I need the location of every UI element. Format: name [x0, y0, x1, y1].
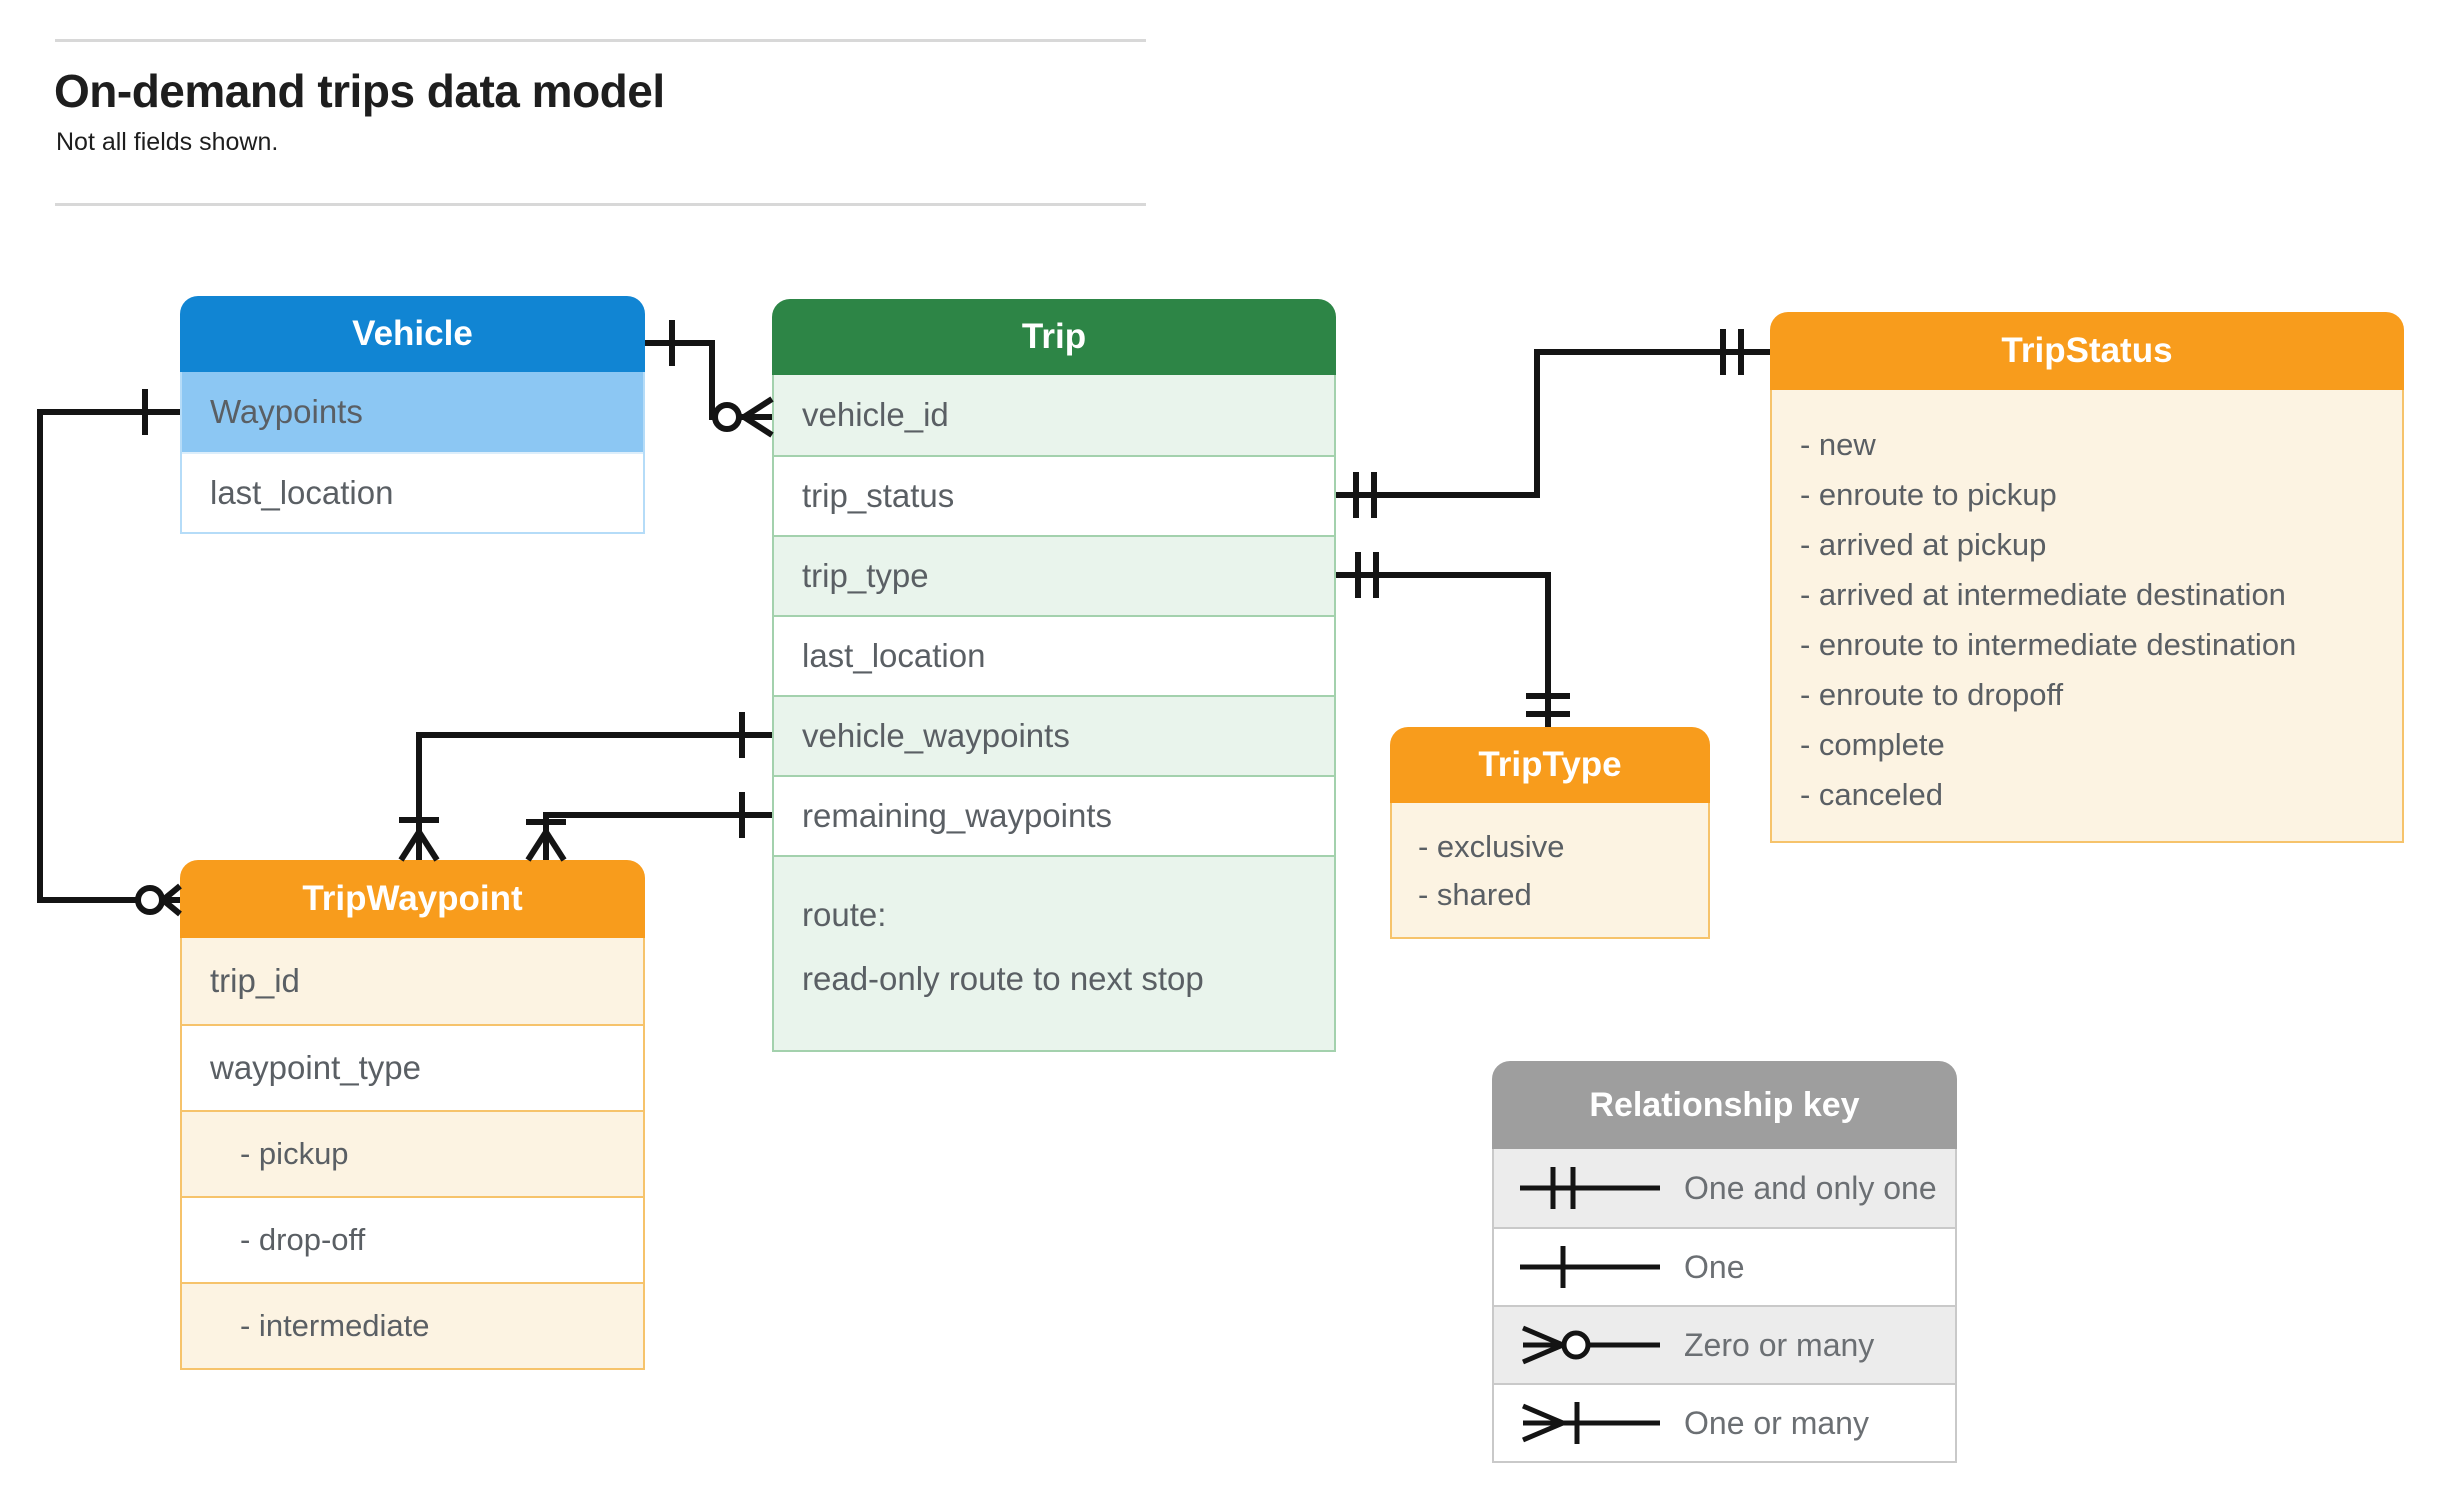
- enum-arrived-at-pickup: - arrived at pickup: [1800, 527, 2047, 562]
- enum-drop-off: - drop-off: [182, 1196, 643, 1282]
- entity-vehicle: Vehicle Waypoints last_location: [180, 296, 645, 534]
- field-last-location: last_location: [774, 615, 1334, 695]
- enum-new: - new: [1800, 427, 1876, 462]
- field-last-location: last_location: [182, 452, 643, 532]
- relationship-key: Relationship key One and only one One: [1492, 1061, 1957, 1463]
- key-label: One and only one: [1684, 1169, 1937, 1206]
- one-or-many-symbol: [1522, 1402, 1660, 1444]
- page-title: On-demand trips data model: [54, 65, 665, 117]
- enum-intermediate: - intermediate: [182, 1282, 643, 1368]
- enum-complete: - complete: [1800, 727, 1945, 762]
- enum-enroute-to-pickup: - enroute to pickup: [1800, 477, 2057, 512]
- page-subtitle: Not all fields shown.: [56, 128, 279, 156]
- field-waypoints: Waypoints: [182, 372, 643, 452]
- divider-top: [55, 39, 1146, 42]
- field-route: route: read-only route to next stop: [774, 855, 1334, 1050]
- field-trip-id: trip_id: [182, 938, 643, 1024]
- entity-tripwaypoint: TripWaypoint trip_id waypoint_type - pic…: [180, 860, 645, 1370]
- enum-enroute-to-intermediate-destination: - enroute to intermediate destination: [1800, 627, 2297, 662]
- one-and-only-one-symbol: [1520, 1167, 1660, 1209]
- field-vehicle-id: vehicle_id: [774, 375, 1334, 455]
- enum-arrived-at-intermediate-destination: - arrived at intermediate destination: [1800, 577, 2286, 612]
- field-trip-status: trip_status: [774, 455, 1334, 535]
- connector-trip-to-triptype: [1336, 552, 1570, 727]
- connector-trip-to-tripstatus: [1336, 329, 1770, 518]
- connector-vehicle-to-trip: [645, 320, 774, 438]
- key-label: One: [1684, 1248, 1745, 1285]
- connector-vehicle-to-tripwaypoint: [37, 389, 182, 917]
- entity-triptype-title: TripType: [1390, 727, 1710, 803]
- entity-tripstatus: TripStatus - new - enroute to pickup - a…: [1770, 312, 2404, 843]
- key-label: One or many: [1684, 1404, 1869, 1441]
- one-symbol: [1520, 1246, 1660, 1288]
- field-waypoint-type: waypoint_type: [182, 1024, 643, 1110]
- field-trip-type: trip_type: [774, 535, 1334, 615]
- divider-bottom: [55, 203, 1146, 206]
- entity-triptype: TripType - exclusive - shared: [1390, 727, 1710, 939]
- key-row-one-or-many: One or many: [1494, 1383, 1955, 1461]
- entity-tripstatus-title: TripStatus: [1770, 312, 2404, 390]
- enum-canceled: - canceled: [1800, 777, 1944, 812]
- key-row-one: One: [1494, 1227, 1955, 1305]
- entity-tripwaypoint-title: TripWaypoint: [180, 860, 645, 938]
- field-remaining-waypoints: remaining_waypoints: [774, 775, 1334, 855]
- enum-exclusive: - exclusive: [1418, 829, 1565, 864]
- key-row-one-and-only-one: One and only one: [1494, 1149, 1955, 1227]
- field-route-label: route:: [802, 896, 887, 933]
- enum-pickup: - pickup: [182, 1110, 643, 1196]
- zero-or-many-symbol: [1522, 1325, 1660, 1365]
- field-vehicle-waypoints: vehicle_waypoints: [774, 695, 1334, 775]
- entity-trip: Trip vehicle_id trip_status trip_type la…: [772, 299, 1336, 1052]
- key-label: Zero or many: [1684, 1326, 1875, 1363]
- connector-remaining-waypoints-to-tripwaypoint: [525, 792, 772, 862]
- connector-vehicle-waypoints-to-tripwaypoint: [398, 712, 772, 862]
- relationship-key-title: Relationship key: [1492, 1061, 1957, 1149]
- key-row-zero-or-many: Zero or many: [1494, 1305, 1955, 1383]
- field-route-description: read-only route to next stop: [802, 960, 1204, 997]
- enum-enroute-to-dropoff: - enroute to dropoff: [1800, 677, 2064, 712]
- entity-trip-title: Trip: [772, 299, 1336, 375]
- enum-shared: - shared: [1418, 877, 1532, 912]
- entity-vehicle-title: Vehicle: [180, 296, 645, 372]
